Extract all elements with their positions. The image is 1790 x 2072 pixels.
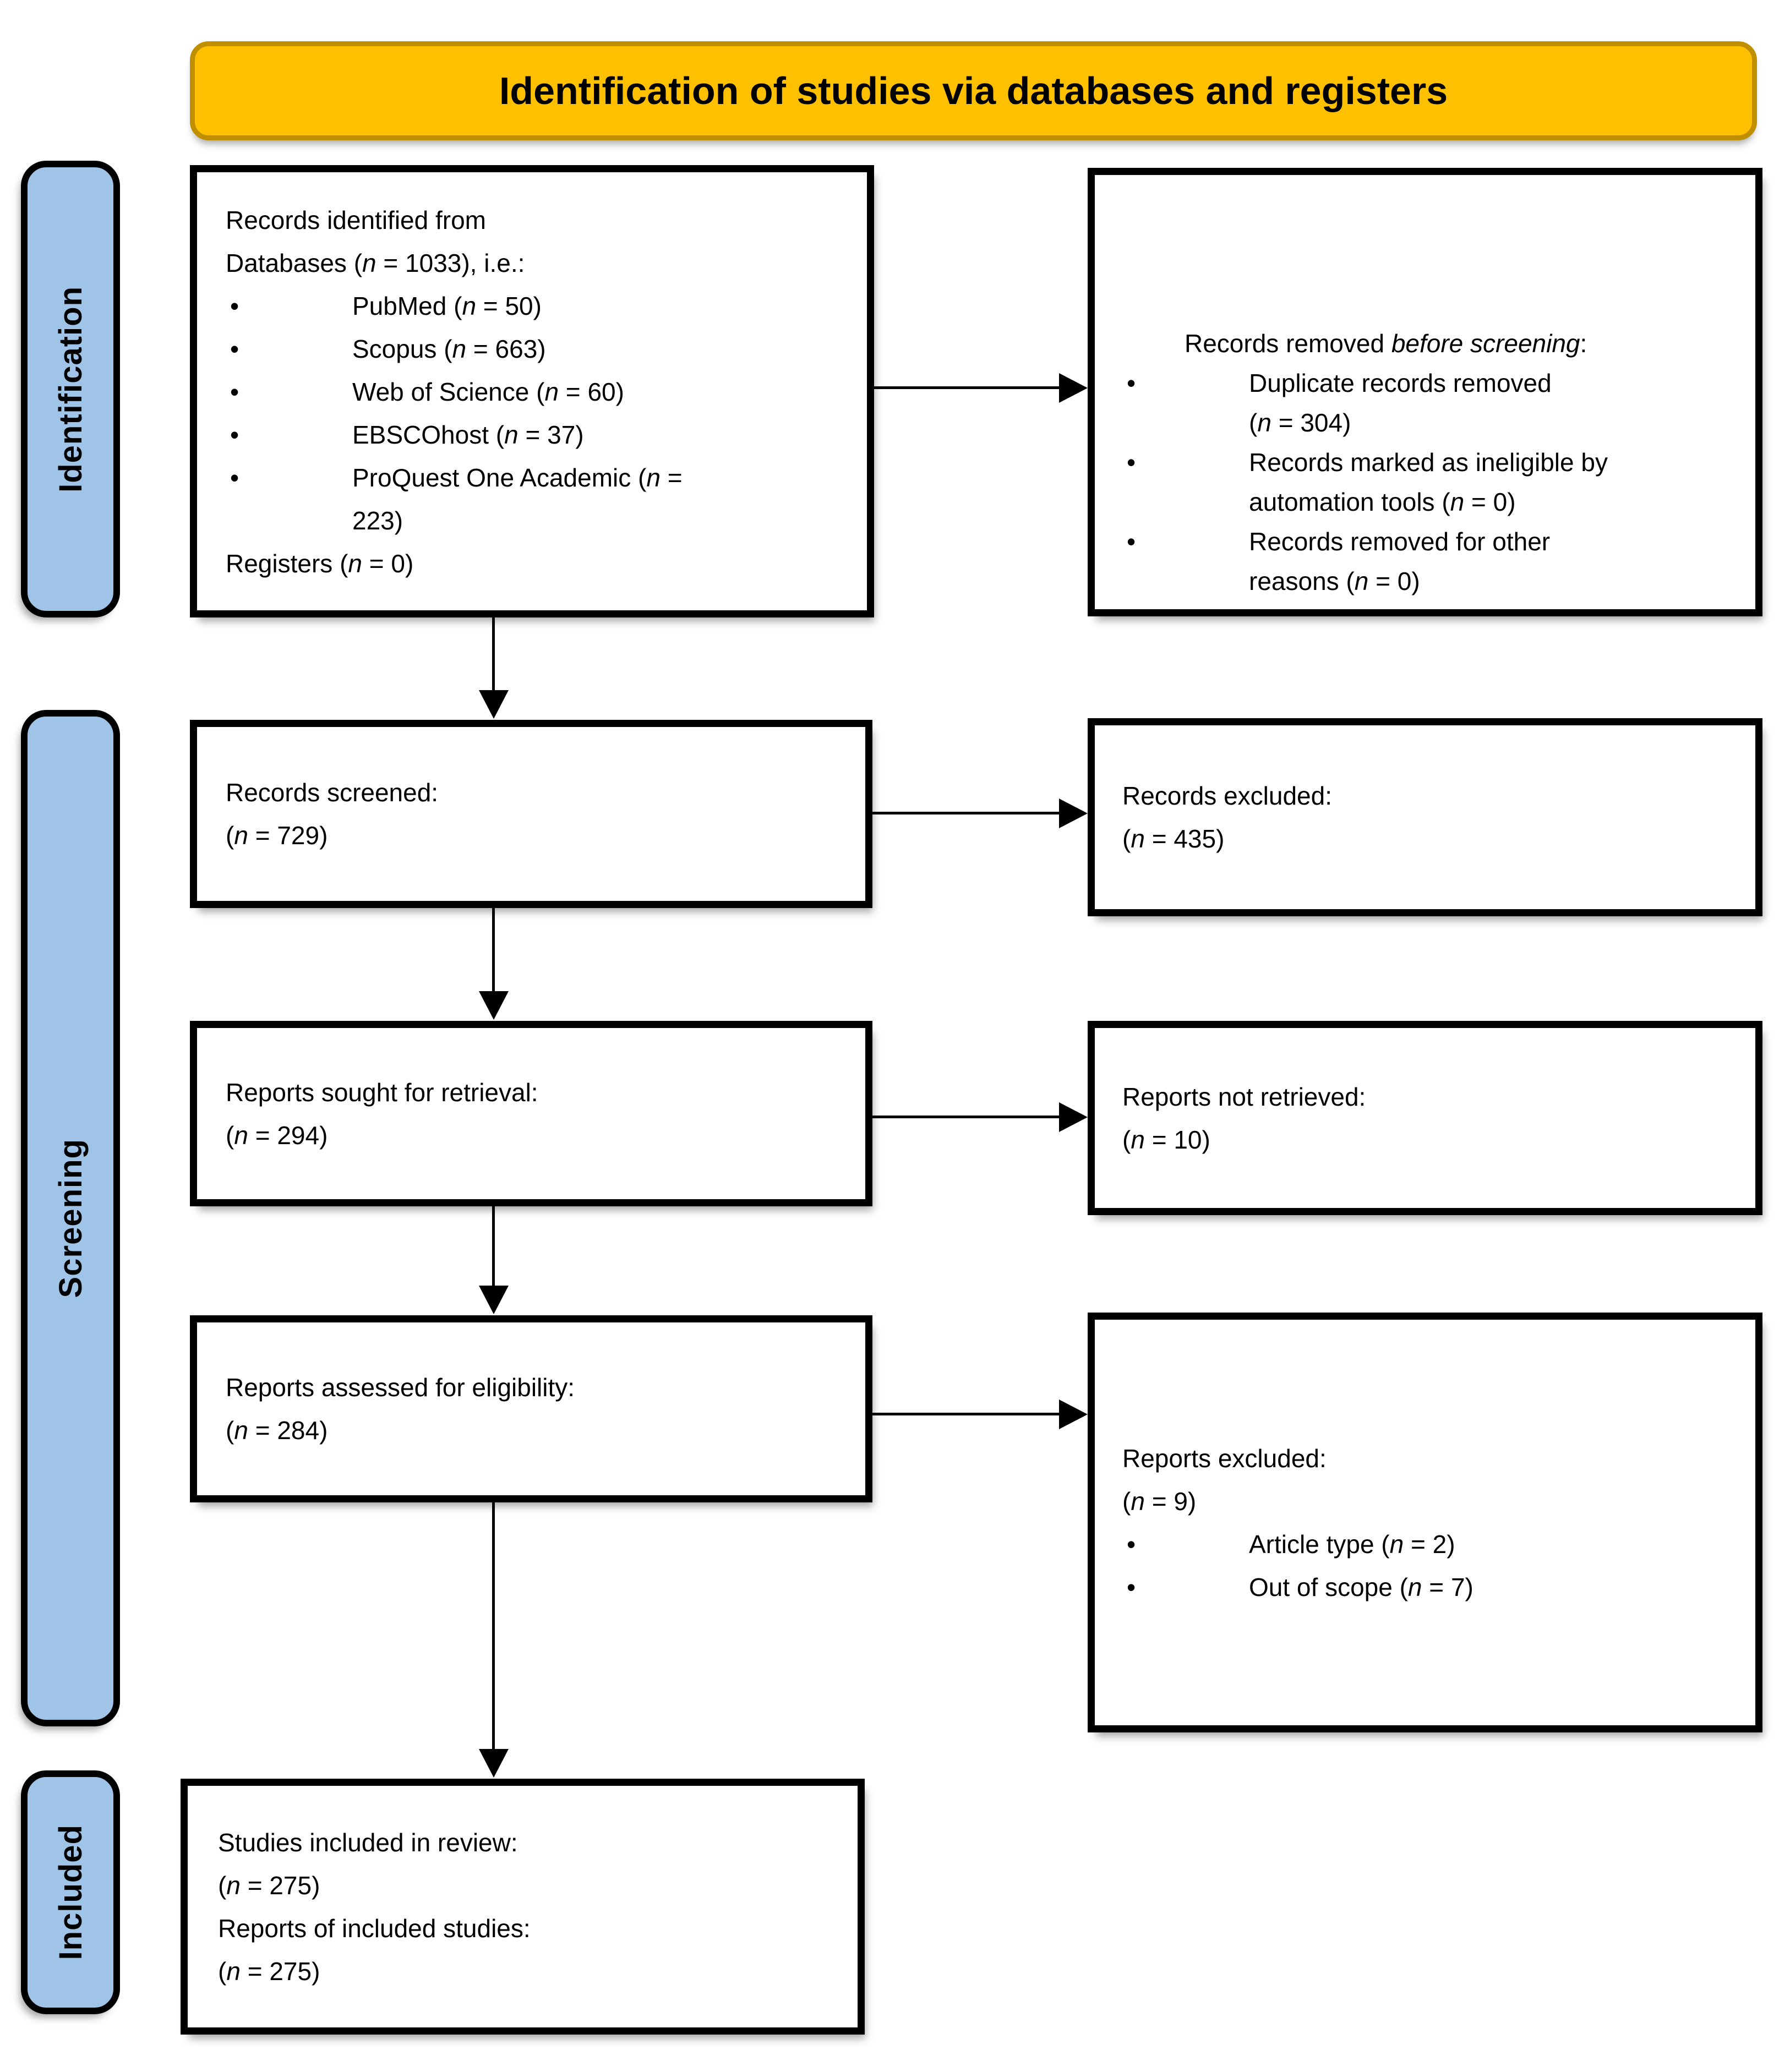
stage-label-screening: Screening [21,710,120,1726]
removed-item-duplicates: Duplicate records removed (n = 304) [1122,363,1739,442]
stage-label-included-text: Included [52,1824,89,1960]
box-records-screened: Records screened: (n = 729) [190,720,872,908]
arrow-identified-to-screened-icon [492,617,495,690]
removed-item-automation: Records marked as ineligible by automati… [1122,442,1739,522]
box-records-excluded: Records excluded: (n = 435) [1088,718,1762,916]
database-item-scopus: Scopus (n = 663) [226,327,845,370]
reports-excluded-count: (n = 9) [1122,1486,1197,1516]
stage-label-screening-text: Screening [52,1138,89,1298]
arrow-assessed-to-included-icon [492,1502,495,1749]
records-screened-count: (n = 729) [226,821,328,850]
arrow-assessed-to-excluded-icon [872,1413,1059,1415]
box-reports-assessed: Reports assessed for eligibility: (n = 2… [190,1315,872,1502]
records-screened-line: Records screened: [226,778,439,807]
studies-included-line: Studies included in review: [218,1828,518,1857]
arrow-screened-to-sought-icon [492,908,495,991]
reports-excluded-line: Reports excluded: [1122,1444,1327,1473]
database-item-pubmed: PubMed (n = 50) [226,285,845,327]
records-excluded-line: Records excluded: [1122,781,1332,810]
arrow-screened-to-excluded-icon [872,812,1059,814]
reports-not-retrieved-line: Reports not retrieved: [1122,1082,1366,1111]
records-excluded-count: (n = 435) [1122,824,1225,853]
arrow-sought-to-assessed-icon [492,1206,495,1286]
reports-assessed-line: Reports assessed for eligibility: [226,1373,575,1402]
reports-not-retrieved-count: (n = 10) [1122,1125,1210,1154]
records-identified-line: Records identified from [226,206,486,234]
box-studies-included: Studies included in review: (n = 275) Re… [181,1779,865,2035]
stage-label-included: Included [21,1770,120,2014]
arrow-sought-to-not-retrieved-icon [872,1116,1059,1118]
stage-label-identification-text: Identification [52,286,89,493]
excluded-item-out-of-scope: Out of scope (n = 7) [1122,1566,1739,1609]
box-reports-sought: Reports sought for retrieval: (n = 294) [190,1021,872,1206]
box-reports-excluded: Reports excluded: (n = 9) Article type (… [1088,1313,1762,1732]
records-identified-line: Databases (n = 1033), i.e.: [226,249,525,277]
removed-item-other: Records removed for other reasons (n = 0… [1122,522,1739,601]
reports-included-count: (n = 275) [218,1956,320,1986]
database-item-proquest: ProQuest One Academic (n = 223) [226,456,845,542]
box-reports-not-retrieved: Reports not retrieved: (n = 10) [1088,1021,1762,1215]
reports-sought-count: (n = 294) [226,1120,328,1150]
reports-assessed-count: (n = 284) [226,1416,328,1445]
box-records-removed: Records removed before screening: Duplic… [1088,168,1762,616]
reports-included-line: Reports of included studies: [218,1914,531,1943]
records-removed-heading: Records removed before screening: [1185,329,1587,358]
box-records-identified: Records identified from Databases (n = 1… [190,165,874,617]
stage-label-identification: Identification [21,161,120,617]
title-banner: Identification of studies via databases … [190,41,1757,140]
diagram-title: Identification of studies via databases … [499,69,1448,112]
arrow-identified-to-removed-icon [874,386,1059,389]
studies-included-count: (n = 275) [218,1871,320,1900]
database-item-wos: Web of Science (n = 60) [226,370,845,413]
registers-line: Registers (n = 0) [226,549,414,578]
database-item-ebscohost: EBSCOhost (n = 37) [226,413,845,456]
reports-sought-line: Reports sought for retrieval: [226,1078,538,1107]
excluded-item-article-type: Article type (n = 2) [1122,1523,1739,1566]
